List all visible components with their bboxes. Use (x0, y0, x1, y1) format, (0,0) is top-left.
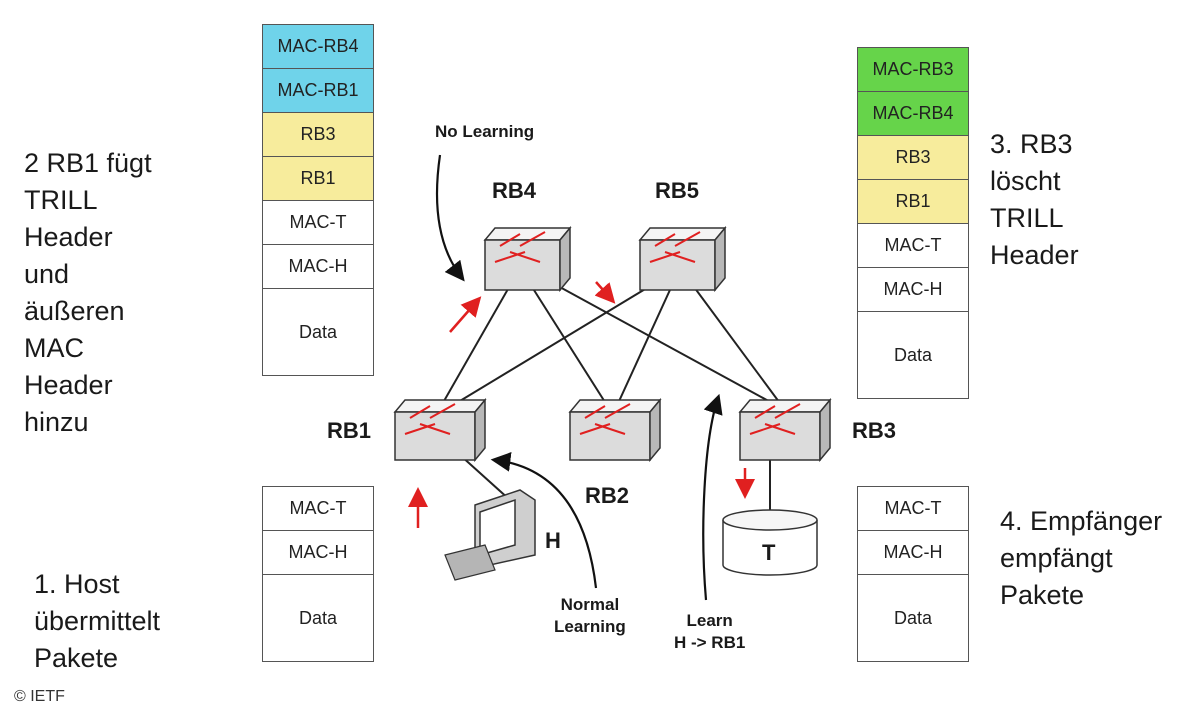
header-field-rb3: RB3 (858, 136, 968, 180)
label-rb4: RB4 (492, 178, 537, 203)
header-field-mac-h: MAC-H (858, 531, 968, 575)
step3-line: löscht (990, 166, 1061, 196)
header-field-mac-rb3: MAC-RB3 (858, 48, 968, 92)
step2-line: MAC (24, 333, 84, 363)
link-rb1-rb4 (439, 267, 521, 409)
step3-line: Header (990, 240, 1079, 270)
step1-line: übermittelt (34, 606, 161, 636)
step4-line: empfängt (1000, 543, 1113, 573)
header-field-data: Data (263, 289, 373, 375)
header-field-rb1: RB1 (858, 180, 968, 224)
header-field-mac-t: MAC-T (858, 487, 968, 531)
link-rb4-rb3 (524, 267, 786, 411)
step2-line: äußeren (24, 296, 125, 326)
step1-line: 1. Host (34, 569, 120, 599)
header-field-data: Data (263, 575, 373, 661)
step2-line: Header (24, 370, 113, 400)
step3-line: TRILL (990, 203, 1064, 233)
target-storage-icon (722, 509, 818, 576)
note-no-learning: No Learning (435, 122, 535, 141)
header-field-mac-t: MAC-T (263, 201, 373, 245)
step4-line: Pakete (1000, 580, 1085, 610)
step2-line: hinzu (24, 407, 89, 437)
label-rb2: RB2 (585, 483, 630, 508)
host-computer-icon (444, 489, 536, 581)
header-field-mac-h: MAC-H (858, 268, 968, 312)
switch-rb2 (568, 397, 662, 463)
note-learn: Learn H -> RB1 (674, 610, 745, 654)
network-links (439, 267, 786, 510)
step2-line: TRILL (24, 185, 98, 215)
header-field-mac-h: MAC-H (263, 531, 373, 575)
label-rb1: RB1 (327, 418, 372, 443)
arrow-rb1-to-rb4 (449, 296, 482, 333)
switch-rb3 (738, 397, 832, 463)
step1-line: Pakete (34, 643, 119, 673)
step2-line: 2 RB1 fügt (24, 148, 152, 178)
link-rb1-rb5 (444, 267, 681, 411)
switch-rb5 (638, 225, 727, 293)
switch-rb1 (393, 397, 487, 463)
note-normal-learning-line1: Normal (560, 595, 620, 614)
note-normal-learning-line2: Learning (554, 617, 626, 636)
header-field-mac-h: MAC-H (263, 245, 373, 289)
header-field-mac-rb4: MAC-RB4 (858, 92, 968, 136)
header-field-mac-t: MAC-T (858, 224, 968, 268)
arrow-learn (702, 393, 723, 601)
arrow-rb4-to-rb3 (594, 281, 616, 304)
arrow-no-learning (435, 154, 465, 282)
copyright-notice: © IETF (14, 688, 65, 705)
packet-flow-arrows (408, 281, 755, 528)
label-rb3: RB3 (852, 418, 897, 443)
arrow-normal-learning (490, 452, 598, 589)
note-learn-line1: Learn (686, 611, 733, 630)
step3-line: 3. RB3 (990, 129, 1073, 159)
note-normal-learning: Normal Learning (554, 594, 626, 638)
header-field-mac-rb1: MAC-RB1 (263, 69, 373, 113)
header-field-mac-rb4: MAC-RB4 (263, 25, 373, 69)
link-rb5-rb2 (614, 267, 681, 411)
header-field-data: Data (858, 575, 968, 661)
step4-line: 4. Empfänger (1000, 506, 1163, 536)
note-learn-line2: H -> RB1 (674, 633, 746, 652)
header-field-rb3: RB3 (263, 113, 373, 157)
header-field-rb1: RB1 (263, 157, 373, 201)
header-field-mac-t: MAC-T (263, 487, 373, 531)
label-host: H (545, 528, 561, 553)
step2-line: Header (24, 222, 113, 252)
step2-line: und (24, 259, 70, 289)
annotation-arrows (435, 154, 723, 601)
link-rb4-rb2 (519, 267, 611, 411)
label-rb5: RB5 (655, 178, 700, 203)
header-field-data: Data (858, 312, 968, 398)
link-rb1-host (459, 454, 511, 501)
link-rb5-rb3 (679, 267, 786, 411)
switch-rb4 (483, 225, 572, 293)
label-target: T (762, 540, 776, 565)
